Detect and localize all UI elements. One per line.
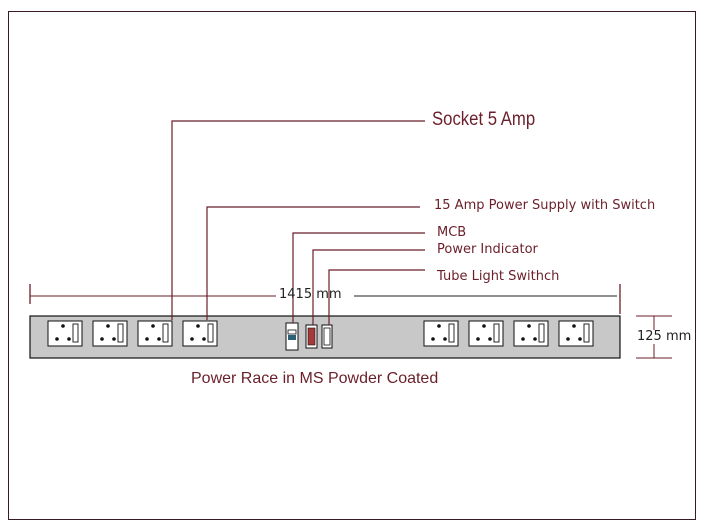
- power-supply-label: 15 Amp Power Supply with Switch: [434, 198, 656, 213]
- mcb: [285, 322, 299, 351]
- socket-5-amp: [47, 320, 83, 347]
- power-indicator-label: Power Indicator: [437, 242, 538, 257]
- mcb-label: MCB: [437, 225, 467, 240]
- tube-light-switch: [321, 324, 333, 349]
- socket-5-amp: [182, 320, 218, 347]
- socket-5-amp: [423, 320, 459, 347]
- caption: Power Race in MS Powder Coated: [191, 370, 439, 387]
- length-dimension-label: 1415 mm: [279, 287, 342, 302]
- socket-5-amp: [92, 320, 128, 347]
- socket-label: Socket 5 Amp: [432, 109, 536, 130]
- leader-line-socket: [171, 120, 425, 320]
- socket-5-amp: [513, 320, 549, 347]
- diagram-frame: [8, 11, 696, 520]
- power-indicator: [305, 324, 318, 349]
- socket-5-amp: [558, 320, 594, 347]
- socket-5-amp: [468, 320, 504, 347]
- tube-light-switch-label: Tube Light Swithch: [437, 269, 560, 284]
- height-dimension-label: 125 mm: [637, 329, 692, 344]
- leader-line-power-indicator: [312, 249, 425, 325]
- length-dimension: [29, 284, 621, 314]
- leader-line-tube-light-switch: [328, 269, 425, 325]
- height-dimension: [636, 315, 672, 359]
- leader-line-mcb: [292, 232, 425, 323]
- leader-line-power-supply: [206, 206, 420, 320]
- socket-5-amp: [137, 320, 173, 347]
